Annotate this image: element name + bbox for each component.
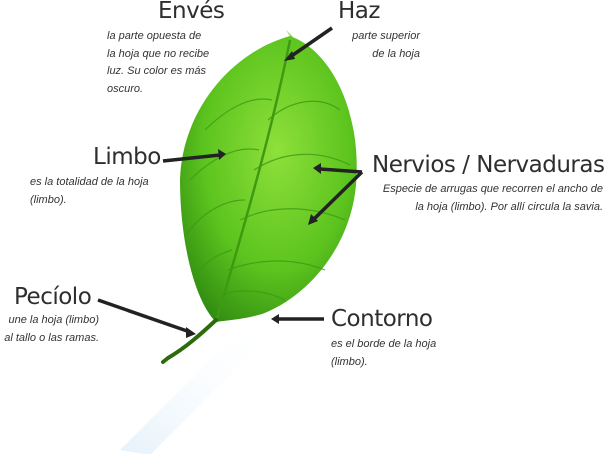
leaf-tip — [286, 30, 296, 40]
pointer-arrows — [97, 26, 364, 338]
desc-line: oscuro. — [107, 82, 144, 95]
label-peciolo-title: Pecíolo — [14, 284, 92, 310]
desc-line: es el borde de la hoja — [331, 338, 437, 350]
desc-line: luz. Su color es más — [107, 65, 207, 77]
label-contorno-title: Contorno — [331, 306, 433, 332]
label-enves-desc: la parte opuesta de la hoja que no recib… — [107, 28, 209, 98]
arrow-limbo — [162, 153, 221, 163]
label-enves-title: Envés — [158, 0, 225, 24]
desc-line: al tallo o las ramas. — [4, 331, 99, 344]
label-haz-desc: parte superior de la hoja — [352, 28, 420, 63]
desc-line: Especie de arrugas que recorren el ancho… — [382, 183, 603, 195]
label-nervios-title: Nervios / Nervaduras — [372, 152, 605, 178]
leaf-reflection — [120, 330, 275, 454]
arrow-nervios-1 — [319, 167, 363, 174]
arrow-peciolo — [97, 298, 191, 334]
desc-line: la hoja que no recibe — [107, 47, 210, 60]
leaf-midrib — [214, 39, 292, 323]
desc-line: la parte opuesta de — [107, 30, 202, 42]
arrow-haz — [289, 26, 333, 59]
label-nervios-desc: Especie de arrugas que recorren el ancho… — [383, 181, 603, 216]
desc-line: es la totalidad de la hoja — [30, 176, 149, 188]
desc-line: une la hoja (limbo) — [8, 314, 100, 326]
label-limbo-title: Limbo — [93, 144, 161, 170]
desc-line: parte superior — [352, 30, 420, 42]
label-peciolo-desc: une la hoja (limbo) al tallo o las ramas… — [4, 312, 99, 347]
desc-line: de la hoja — [372, 47, 420, 60]
label-contorno-desc: es el borde de la hoja (limbo). — [331, 336, 436, 371]
arrow-nervios-2 — [311, 170, 364, 222]
desc-line: (limbo). — [331, 355, 368, 368]
desc-line: la hoja (limbo). Por allí circula la sav… — [415, 200, 603, 213]
leaf-blade — [180, 36, 357, 322]
leaf-petiole — [161, 318, 218, 364]
desc-line: (limbo). — [30, 193, 67, 206]
label-haz-title: Haz — [338, 0, 380, 24]
label-limbo-desc: es la totalidad de la hoja (limbo). — [30, 174, 149, 209]
